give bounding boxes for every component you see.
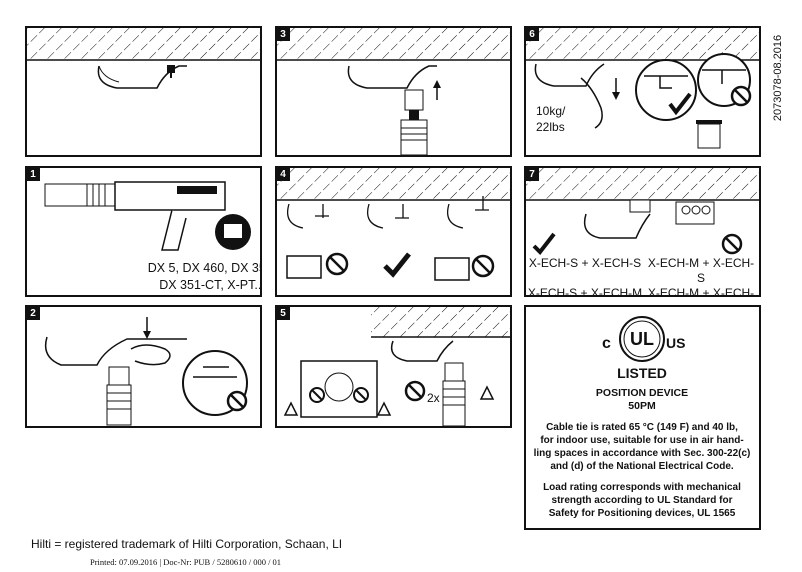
panel-step-3: 3	[275, 26, 512, 157]
panel-step-7: 7 X-ECH-S + X-ECH-S X-ECH-M + X-ECH-S X-…	[524, 166, 761, 297]
panel-step-5: 5 2x	[275, 305, 512, 428]
step-number: 2	[27, 307, 40, 320]
ul-logo-ul: UL	[630, 329, 654, 349]
code-cell: X-ECH-S + X-ECH-M	[527, 286, 643, 297]
combination-illustration	[526, 168, 759, 256]
ul-listing-panel: c UL US LISTED POSITION DEVICE 50PM Cabl…	[524, 305, 761, 530]
trademark-note: Hilti = registered trademark of Hilti Co…	[31, 537, 343, 551]
step-number: 1	[27, 168, 40, 181]
ceiling-bracket-illustration	[27, 28, 260, 89]
ul-device-title: POSITION DEVICE 50PM	[595, 387, 689, 412]
ul-logo-c: c	[602, 335, 611, 352]
ul-rating-text: Cable tie is rated 65 °C (149 F) and 40 …	[533, 422, 751, 472]
compatible-models: DX 5, DX 460, DX 351, DX 351-CT, X-PT...	[147, 261, 262, 292]
tool-press-illustration	[277, 28, 510, 155]
code-cell: X-ECH-S + X-ECH-S	[528, 256, 642, 270]
ul-load-text: Load rating corresponds with mechanical …	[543, 482, 741, 519]
panel-step-4: 4	[275, 166, 512, 297]
accessory-code-grid: X-ECH-S + X-ECH-S X-ECH-M + X-ECH-S X-EC…	[526, 256, 758, 297]
ul-listed-label: LISTED	[617, 365, 667, 381]
firing-illustration	[283, 307, 510, 426]
step-number: 5	[277, 307, 290, 320]
panel-bracket-ceiling	[25, 26, 262, 157]
nail-depth-illustration	[277, 168, 510, 281]
insert-bracket-illustration	[44, 317, 248, 426]
print-info: Printed: 07.09.2016 | Doc-Nr: PUB / 5280…	[90, 557, 282, 567]
ul-logo-us: US	[666, 335, 686, 351]
repeat-count: 2x	[427, 391, 440, 405]
load-value-lbs: 22lbs	[536, 120, 565, 134]
panel-step-6: 6 10kg/ 22lbs	[524, 26, 761, 157]
code-cell: X-ECH-M + X-ECH-M	[647, 286, 755, 297]
pull-test-illustration	[526, 28, 759, 149]
panel-step-2: 2	[25, 305, 262, 428]
code-cell: X-ECH-M + X-ECH-S	[647, 256, 755, 285]
fastening-tool-illustration	[44, 181, 251, 251]
panel-step-1: 1 DX 5, DX 460, DX 351, DX 351-CT, X-PT.…	[25, 166, 262, 297]
document-id: 2073078-08.2016	[772, 34, 784, 122]
load-value: 10kg/	[536, 104, 566, 118]
ul-listed-logo	[619, 316, 665, 362]
